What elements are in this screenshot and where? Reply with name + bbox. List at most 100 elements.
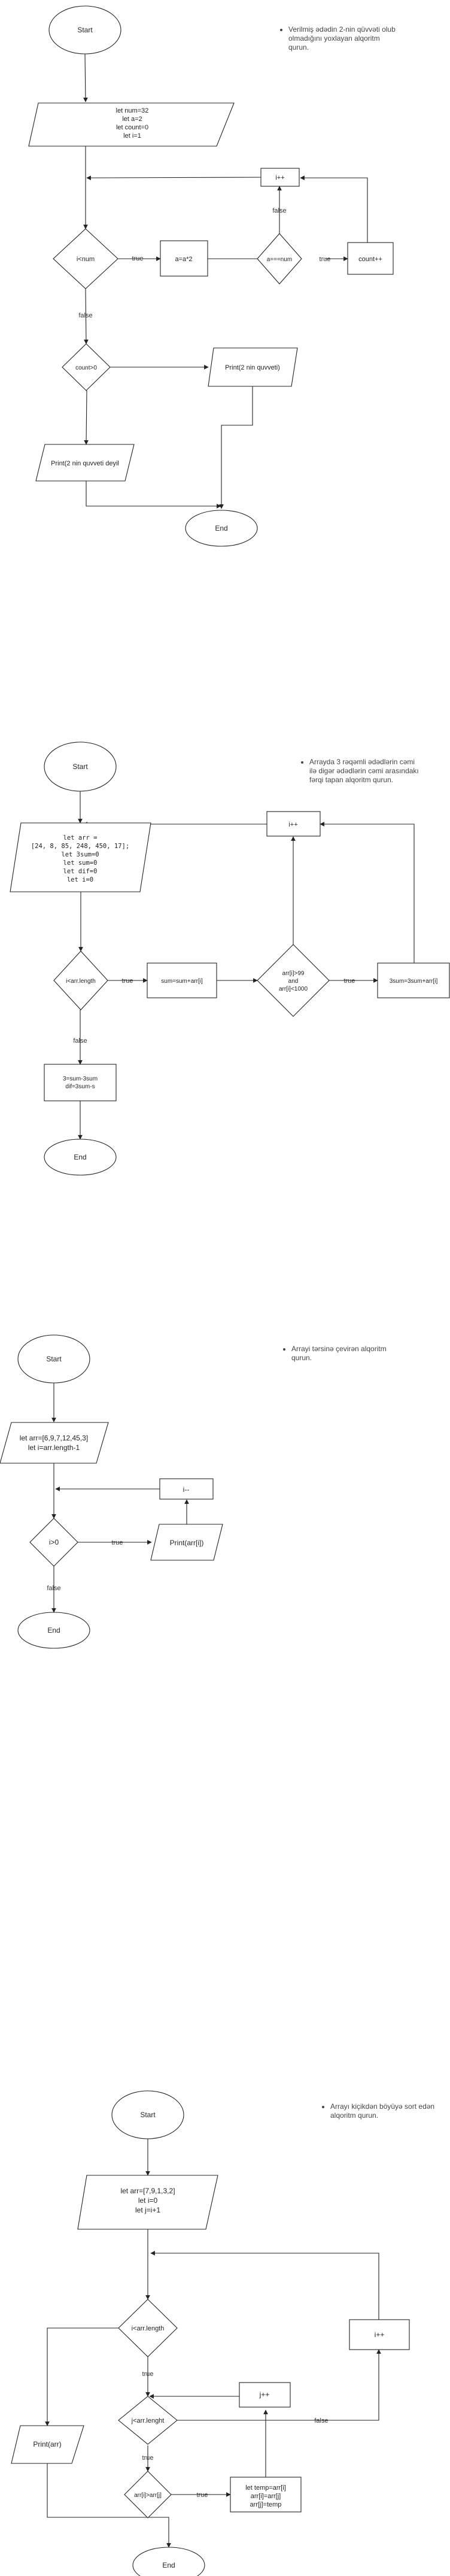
init-line: let i=0 bbox=[138, 2196, 158, 2205]
count-condition-diamond bbox=[62, 343, 111, 391]
count-increment-label: count++ bbox=[358, 256, 382, 263]
flow1-connectors bbox=[83, 53, 368, 509]
double-a-box bbox=[160, 240, 208, 277]
init-line: let a=2 bbox=[122, 116, 142, 123]
start-terminal bbox=[48, 5, 121, 55]
start-terminal bbox=[44, 741, 117, 792]
end-label: End bbox=[162, 2561, 175, 2569]
task-text: Verilmiş ədədin 2-nin qüvvəti olub olmad… bbox=[288, 25, 399, 52]
difference-line: 3=sum-3sum bbox=[63, 1076, 98, 1082]
print-element-label: Print(arr[i]) bbox=[170, 1539, 204, 1547]
compare-label: arr[i]>arr[j] bbox=[134, 2492, 162, 2499]
three-digit-sum-box bbox=[377, 962, 450, 998]
end-label: End bbox=[74, 1153, 86, 1161]
init-line: let arr = bbox=[63, 834, 98, 841]
init-line: let arr=[6,9,7,12,45,3] bbox=[20, 1434, 88, 1442]
false-label: false bbox=[272, 207, 286, 214]
true-label: true bbox=[197, 2492, 208, 2499]
equality-label: a===num bbox=[267, 256, 293, 263]
start-label: Start bbox=[140, 2111, 156, 2119]
init-line: [24, 8, 85, 248, 450, 17]; bbox=[31, 843, 129, 850]
start-label: Start bbox=[77, 26, 93, 34]
true-label: true bbox=[142, 2454, 154, 2462]
init-line: let arr=[7,9,1,3,2] bbox=[120, 2187, 175, 2195]
init-io-block bbox=[0, 1422, 109, 1464]
start-label: Start bbox=[46, 1355, 62, 1363]
equality-diamond bbox=[257, 233, 302, 284]
increment-i-box bbox=[260, 168, 300, 187]
init-line: let j=i+1 bbox=[135, 2206, 160, 2214]
range-condition-line: arr[i]>99 bbox=[282, 970, 305, 977]
end-terminal bbox=[132, 2547, 205, 2576]
difference-line: dif=3sum-s bbox=[65, 1083, 95, 1090]
task-text: Arrayı kiçikdən böyüyə sort edən alqorit… bbox=[330, 2102, 441, 2120]
range-condition-line: and bbox=[288, 978, 299, 985]
increment-i-label: i++ bbox=[275, 174, 284, 181]
false-label: false bbox=[47, 1585, 60, 1592]
print-power-label: Print(2 nin quvveti) bbox=[225, 364, 280, 371]
init-line: let num=32 bbox=[116, 107, 149, 114]
flowchart-three-digit-sum: Start let arr = [24, 8, 85, 248, 450, 17… bbox=[10, 741, 450, 1176]
swap-line: arr[i]=arr[j] bbox=[251, 2493, 281, 2500]
init-io-block bbox=[77, 2175, 218, 2230]
loop-condition-label: i<arr.length bbox=[66, 978, 96, 985]
difference-box bbox=[44, 1064, 117, 1101]
true-label: true bbox=[320, 256, 331, 263]
end-label: End bbox=[47, 1626, 60, 1634]
swap-line: arr[j]=temp bbox=[250, 2501, 282, 2508]
increment-i-box bbox=[349, 2319, 410, 2350]
inner-loop-diamond bbox=[118, 2396, 178, 2445]
count-condition-label: count>0 bbox=[75, 365, 97, 371]
init-io-block bbox=[28, 102, 235, 147]
loop-condition-diamond bbox=[53, 228, 118, 289]
loop-condition-diamond bbox=[29, 1518, 78, 1567]
loop-condition-diamond bbox=[53, 951, 108, 1010]
false-label: false bbox=[314, 2417, 328, 2424]
print-array-io bbox=[11, 2425, 84, 2464]
task-description: Arrayda 3 rəqəmli ədədlərin cəmi ilə dig… bbox=[296, 758, 423, 785]
init-line: let i=1 bbox=[123, 132, 141, 140]
print-element-io bbox=[150, 1524, 223, 1561]
swap-box bbox=[230, 2477, 302, 2513]
flow2-connectors bbox=[78, 791, 415, 1140]
flowchart-power-of-two: Start let num=32 let a=2 let count=0 let… bbox=[28, 5, 394, 547]
increment-i-box bbox=[266, 811, 321, 837]
range-condition-diamond bbox=[257, 944, 330, 1017]
print-array-label: Print(arr) bbox=[33, 2440, 61, 2448]
three-digit-sum-label: 3sum=3sum+arr[i] bbox=[390, 978, 438, 985]
flowchart-reverse-array: Start let arr=[6,9,7,12,45,3] let i=arr.… bbox=[0, 1334, 223, 1649]
end-terminal bbox=[17, 1612, 90, 1649]
task-text: Arrayi tərsinə çevirən alqoritm qurun. bbox=[291, 1345, 405, 1363]
outer-loop-label: i<arr.length bbox=[132, 2325, 165, 2332]
print-power-io bbox=[208, 347, 298, 387]
end-label: End bbox=[215, 524, 227, 532]
inner-loop-label: j<arr.lenght bbox=[131, 2417, 165, 2424]
true-label: true bbox=[142, 2371, 154, 2378]
decrement-i-box bbox=[159, 1478, 214, 1500]
start-label: Start bbox=[72, 762, 88, 771]
swap-line: let temp=arr[i] bbox=[245, 2484, 286, 2492]
init-line: let i=arr.length-1 bbox=[28, 1443, 80, 1452]
true-label: true bbox=[344, 977, 355, 985]
count-increment-box bbox=[347, 242, 394, 275]
task-description: Verilmiş ədədin 2-nin qüvvəti olub olmad… bbox=[275, 25, 399, 52]
sum-label: sum=sum+arr[i] bbox=[161, 978, 203, 985]
compare-diamond bbox=[124, 2471, 172, 2519]
end-terminal bbox=[44, 1139, 117, 1176]
increment-j-box bbox=[239, 2382, 291, 2408]
false-label: false bbox=[78, 312, 92, 319]
init-line: let i=0 bbox=[67, 876, 93, 883]
init-line: let 3sum=0 bbox=[61, 851, 99, 858]
init-line: let sum=0 bbox=[63, 859, 98, 867]
start-terminal bbox=[111, 2090, 184, 2139]
end-terminal bbox=[185, 510, 258, 547]
true-label: true bbox=[122, 977, 133, 985]
decrement-i-label: i-- bbox=[183, 1485, 190, 1494]
task-description: Arrayi tərsinə çevirən alqoritm qurun. bbox=[278, 1345, 405, 1363]
init-io-block bbox=[10, 822, 151, 892]
task-text: Arrayda 3 rəqəmli ədədlərin cəmi ilə dig… bbox=[309, 758, 423, 785]
init-line: let count=0 bbox=[116, 124, 148, 131]
increment-j-label: j++ bbox=[259, 2390, 270, 2399]
flowchart-sort-array: Start let arr=[7,9,1,3,2] let i=0 let j=… bbox=[11, 2090, 410, 2576]
